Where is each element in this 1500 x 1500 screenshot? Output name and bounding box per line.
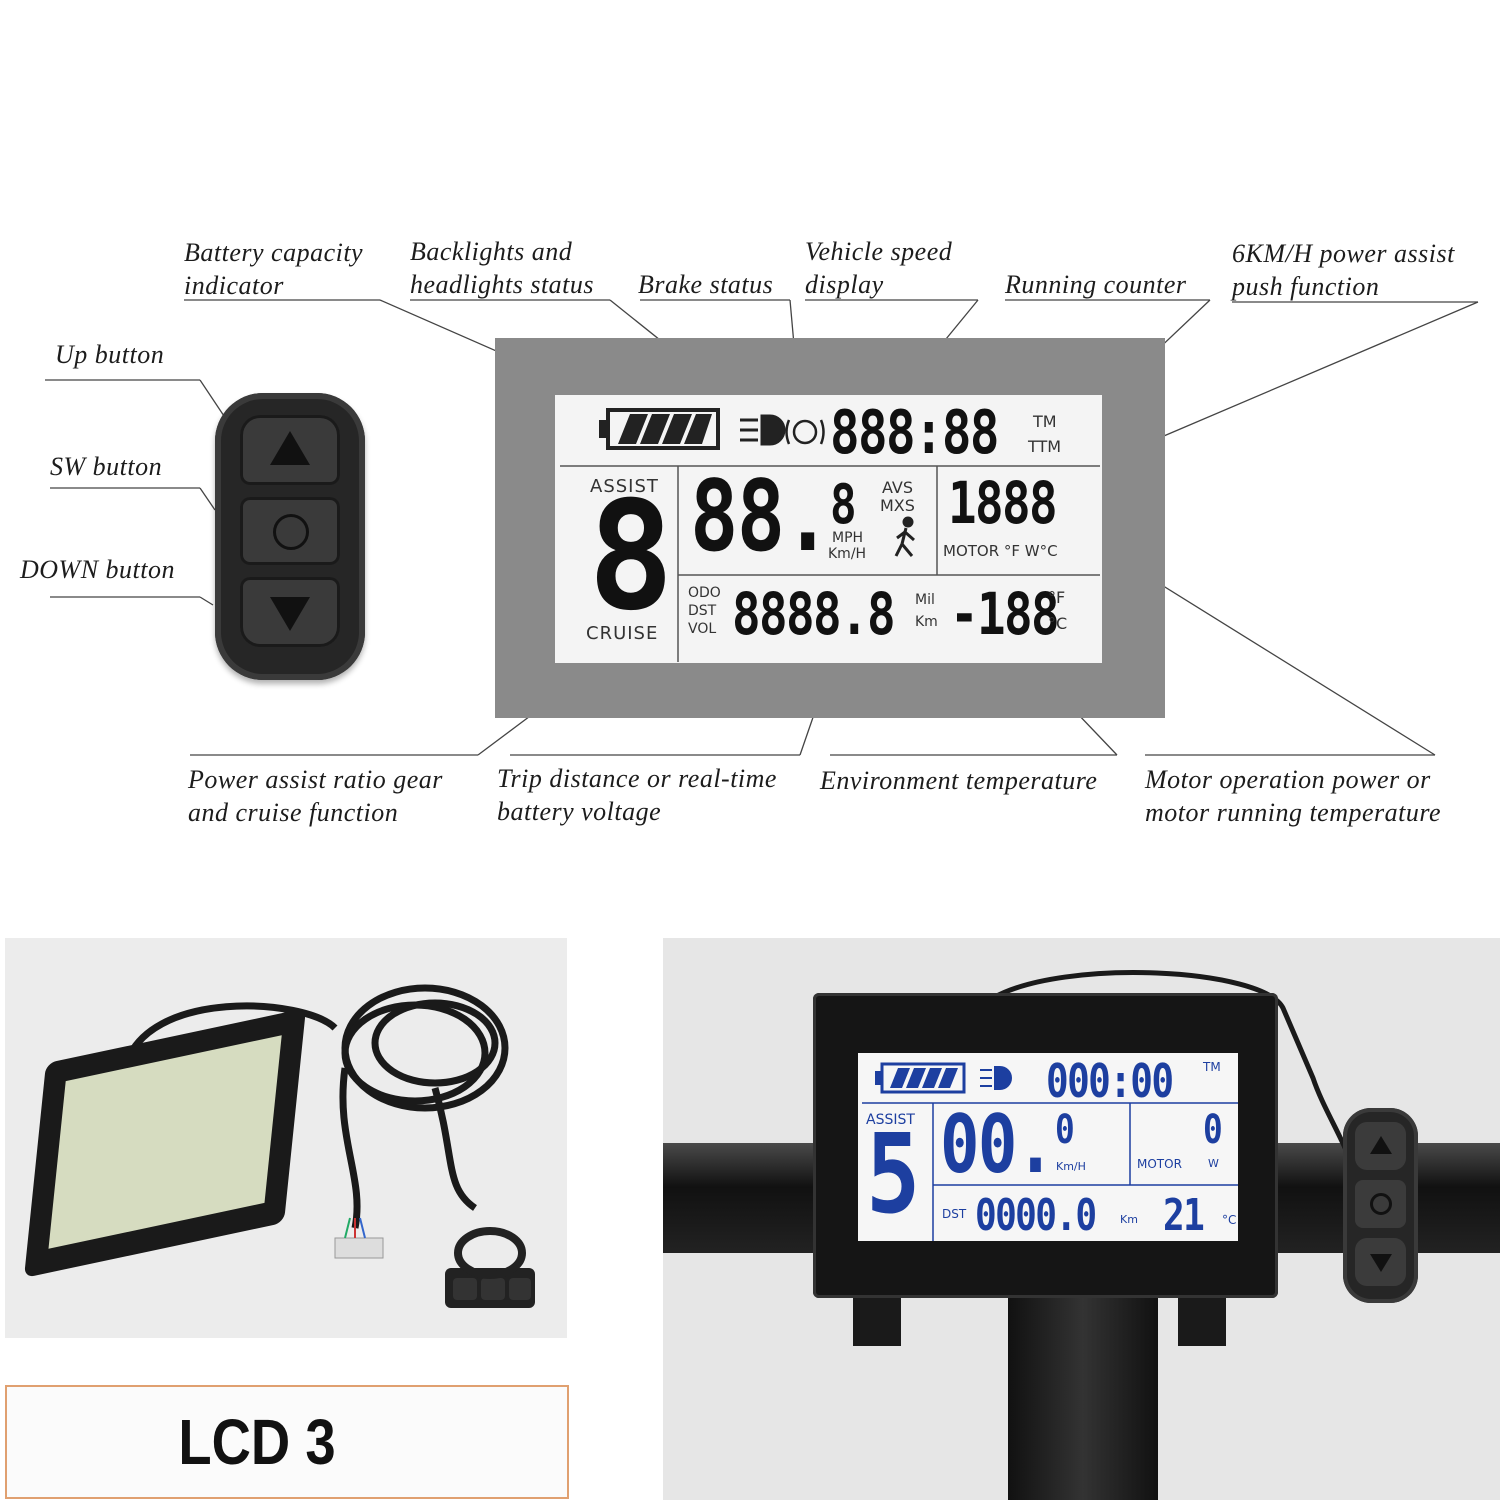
photo-speed-decimal: 0 <box>1055 1107 1075 1153</box>
assist-label: ASSIST <box>590 476 659 497</box>
mph-label: MPH <box>832 530 864 546</box>
sw-button-label: SW button <box>50 452 163 481</box>
photo-time-display: 000:00 <box>1046 1054 1174 1108</box>
cruise-label: CRUISE <box>586 623 659 644</box>
mil-label: Mil <box>915 592 935 608</box>
speed-display: 88. <box>690 460 832 574</box>
mxs-label: MXS <box>880 496 915 515</box>
remote-control <box>215 393 365 680</box>
temp-f-label: °F <box>1048 588 1066 607</box>
photo-tm-label: TM <box>1203 1060 1221 1074</box>
remote-up-icon <box>1370 1136 1392 1154</box>
photo-dst-label: DST <box>942 1207 967 1221</box>
photo-assist-digit: 5 <box>866 1110 920 1238</box>
remote-sw-button[interactable] <box>1355 1180 1406 1228</box>
env-temp-label: Environment temperature <box>820 766 1098 795</box>
brake-icon <box>785 419 825 445</box>
photo-speed-display: 00. <box>940 1098 1055 1191</box>
lcd-dividers <box>560 408 1100 662</box>
avs-label: AVS <box>882 478 914 497</box>
down-button-label: DOWN button <box>20 555 175 584</box>
photo-motor-value: 0 <box>1203 1107 1223 1153</box>
photo-headlight-icon <box>980 1066 1012 1090</box>
headlight-icon <box>740 414 786 446</box>
down-arrow-icon <box>270 597 310 631</box>
remote-down-button[interactable] <box>1355 1238 1406 1286</box>
sw-button[interactable] <box>240 497 340 565</box>
photo-km-label: Km <box>1120 1213 1138 1226</box>
product-photo-left <box>5 938 567 1338</box>
stem <box>1008 1298 1158 1500</box>
time-display: 888:88 <box>830 398 1000 468</box>
motor-units-label: MOTOR °F W°C <box>943 542 1058 560</box>
remote-power-icon <box>1370 1193 1392 1215</box>
photo-motor-label: MOTOR <box>1137 1157 1182 1171</box>
handlebar-remote <box>1343 1108 1418 1303</box>
remote-down-icon <box>1370 1254 1392 1272</box>
product-label: LCD 3 <box>178 1406 336 1478</box>
dst-label: DST <box>688 603 717 619</box>
power-icon <box>273 514 309 550</box>
remote-up-button[interactable] <box>1355 1122 1406 1170</box>
display-cable <box>991 970 1356 1169</box>
photo-kmh-label: Km/H <box>1056 1160 1086 1173</box>
assist-digit: 8 <box>588 470 674 644</box>
ttm-label: TTM <box>1028 437 1062 456</box>
vol-label: VOL <box>688 621 717 637</box>
running-label: Running counter <box>1005 270 1187 299</box>
up-button-label: Up button <box>55 340 165 369</box>
cable-illustration <box>121 984 535 1308</box>
display-housing <box>813 993 1278 1298</box>
photo-battery-icon <box>875 1062 966 1094</box>
photo-w-label: W <box>1208 1157 1219 1170</box>
motor-value-display: 1888 <box>948 469 1058 537</box>
tm-label: TM <box>1033 412 1057 431</box>
mount-tab-right <box>1178 1298 1226 1346</box>
temp-c-label: °C <box>1048 614 1068 633</box>
odo-label: ODO <box>688 585 721 601</box>
battery-icon <box>599 408 720 450</box>
photo-distance-display: 0000.0 <box>975 1190 1097 1241</box>
mount-tab-left <box>853 1298 901 1346</box>
walk-assist-icon <box>894 516 915 557</box>
display-screen <box>858 1053 1238 1241</box>
product-label-box: LCD 3 <box>5 1385 569 1499</box>
down-button[interactable] <box>240 577 340 647</box>
up-arrow-icon <box>270 431 310 465</box>
brake-label: Brake status <box>638 270 774 299</box>
speed-decimal: 8 <box>830 473 857 536</box>
photo-temperature-display: 21 <box>1163 1190 1205 1241</box>
temperature-display: -188 <box>950 580 1060 648</box>
distance-display: 8888.8 <box>732 580 896 648</box>
up-button[interactable] <box>240 415 340 485</box>
kmh-label: Km/H <box>828 546 867 562</box>
photo-temp-c-label: °C <box>1222 1213 1237 1227</box>
product-photo-right <box>663 938 1500 1500</box>
photo-assist-label: ASSIST <box>866 1112 915 1128</box>
km-label: Km <box>915 614 938 630</box>
wire-colors <box>344 1217 366 1239</box>
